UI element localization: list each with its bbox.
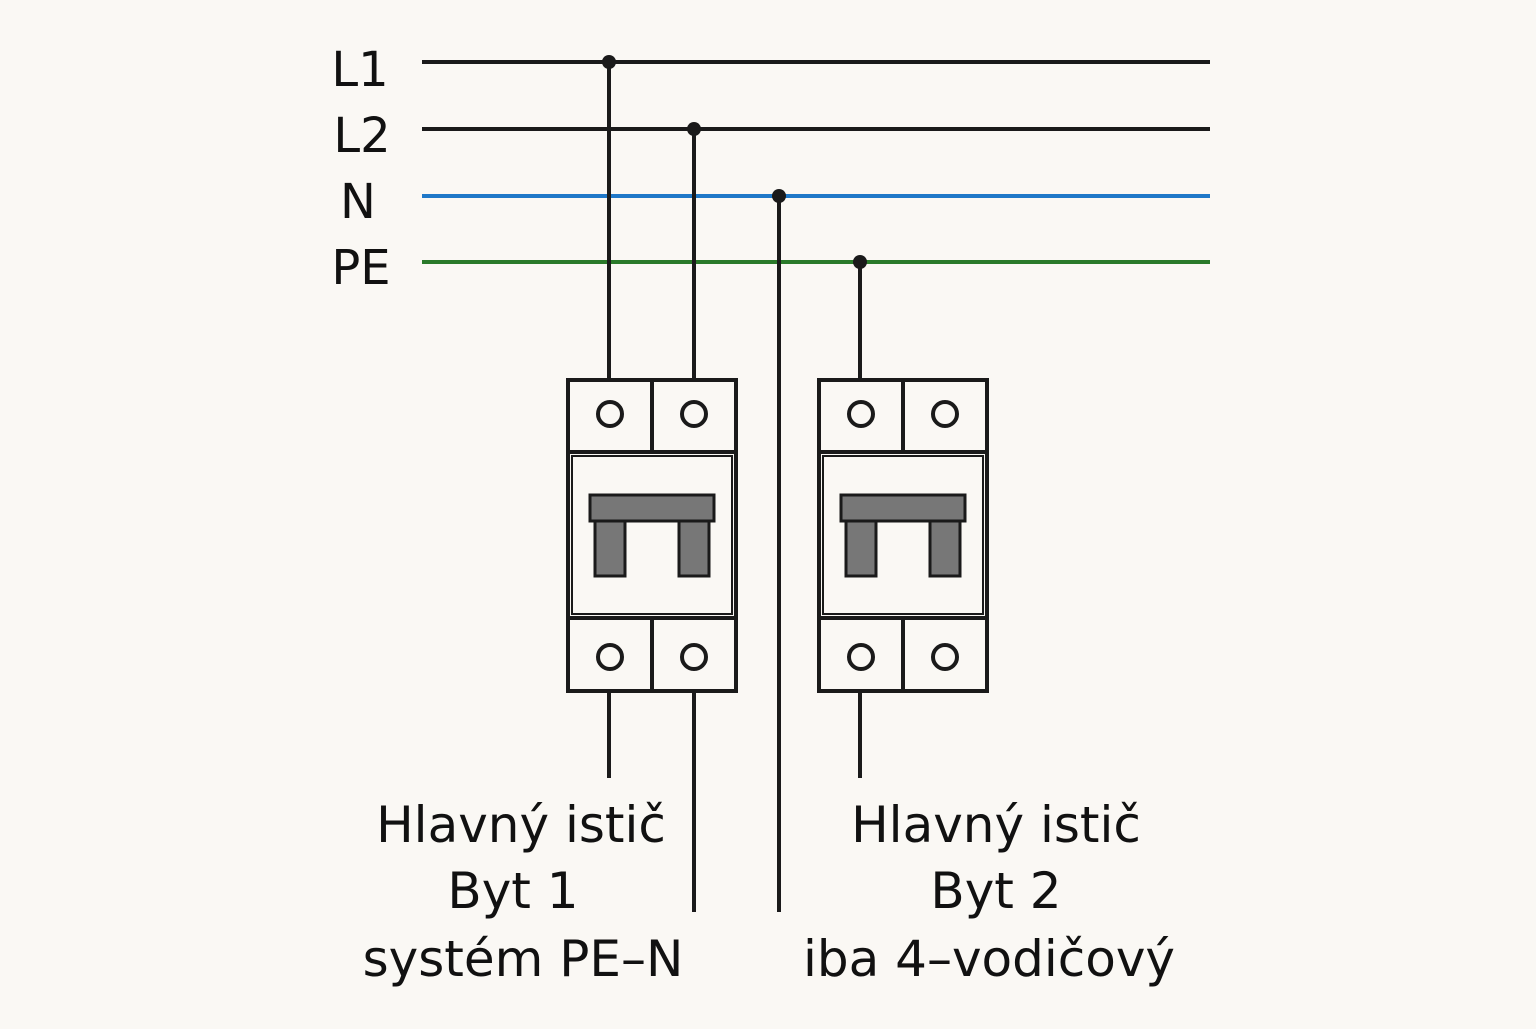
breaker-handle-icon — [588, 493, 716, 578]
breaker-byt-2 — [817, 378, 989, 693]
junction-dot-l1 — [602, 55, 616, 69]
caption-line: Hlavný istič — [376, 796, 666, 854]
breaker-handle-icon — [839, 493, 967, 578]
drop-wires — [607, 62, 862, 912]
caption-byt-1: Hlavný istič Byt 1 systém PE–N — [363, 796, 684, 988]
terminal-screw-icon — [847, 643, 875, 671]
bus-label-pe: PE — [331, 240, 390, 296]
terminal-screw-icon — [680, 400, 708, 428]
terminal-screw-icon — [931, 400, 959, 428]
caption-line: Byt 1 — [447, 862, 578, 920]
breaker-inner-frame — [822, 455, 984, 615]
caption-line: iba 4–vodičový — [803, 930, 1175, 988]
junction-dot-n — [772, 189, 786, 203]
junctions — [602, 55, 867, 269]
caption-line: Hlavný istič — [851, 796, 1141, 854]
terminal-screw-icon — [847, 400, 875, 428]
junction-dot-l2 — [687, 122, 701, 136]
bus-label-n: N — [340, 174, 376, 230]
terminal-screw-icon — [680, 643, 708, 671]
caption-line: Byt 2 — [930, 862, 1061, 920]
terminal-screw-icon — [596, 643, 624, 671]
bus-label-l2: L2 — [333, 108, 390, 164]
caption-line: systém PE–N — [363, 930, 684, 988]
caption-byt-2: Hlavný istič Byt 2 iba 4–vodičový — [803, 796, 1175, 988]
output-wires — [607, 691, 862, 912]
junction-dot-pe — [853, 255, 867, 269]
breaker-inner-frame — [571, 455, 733, 615]
bus-label-l1: L1 — [331, 42, 388, 98]
terminal-screw-icon — [596, 400, 624, 428]
breaker-byt-1 — [566, 378, 738, 693]
terminal-screw-icon — [931, 643, 959, 671]
